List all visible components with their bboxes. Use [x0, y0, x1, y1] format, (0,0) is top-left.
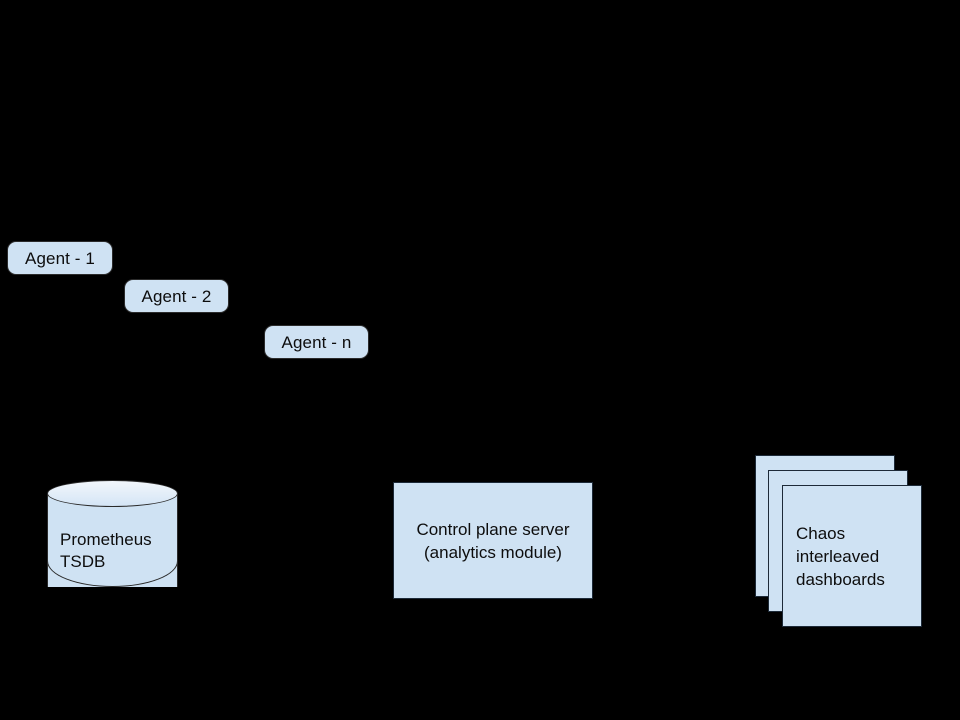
node-prometheus-tsdb-label: Prometheus TSDB [47, 502, 178, 600]
node-chaos-dashboards[interactable]: Chaos interleaved dashboards [755, 455, 925, 630]
prometheus-line-1: Prometheus [60, 530, 152, 549]
node-agent-n[interactable]: Agent - n [264, 325, 369, 359]
node-agent-n-label: Agent - n [281, 332, 352, 352]
control-plane-line-1: Control plane server [416, 519, 570, 539]
prometheus-line-2: TSDB [60, 552, 106, 571]
node-agent-1-label: Agent - 1 [25, 248, 95, 268]
dashboard-sheet-front [782, 485, 922, 627]
control-plane-line-2: (analytics module) [424, 542, 562, 562]
node-agent-1[interactable]: Agent - 1 [7, 241, 113, 275]
node-agent-2[interactable]: Agent - 2 [124, 279, 229, 313]
node-control-plane-server[interactable]: Control plane server (analytics module) [393, 482, 593, 599]
connector-server-to-dashboards-arrow [600, 530, 770, 544]
cylinder-top-ellipse [47, 480, 178, 507]
node-prometheus-tsdb[interactable]: Prometheus TSDB [47, 480, 178, 600]
node-agent-2-label: Agent - 2 [141, 286, 212, 306]
